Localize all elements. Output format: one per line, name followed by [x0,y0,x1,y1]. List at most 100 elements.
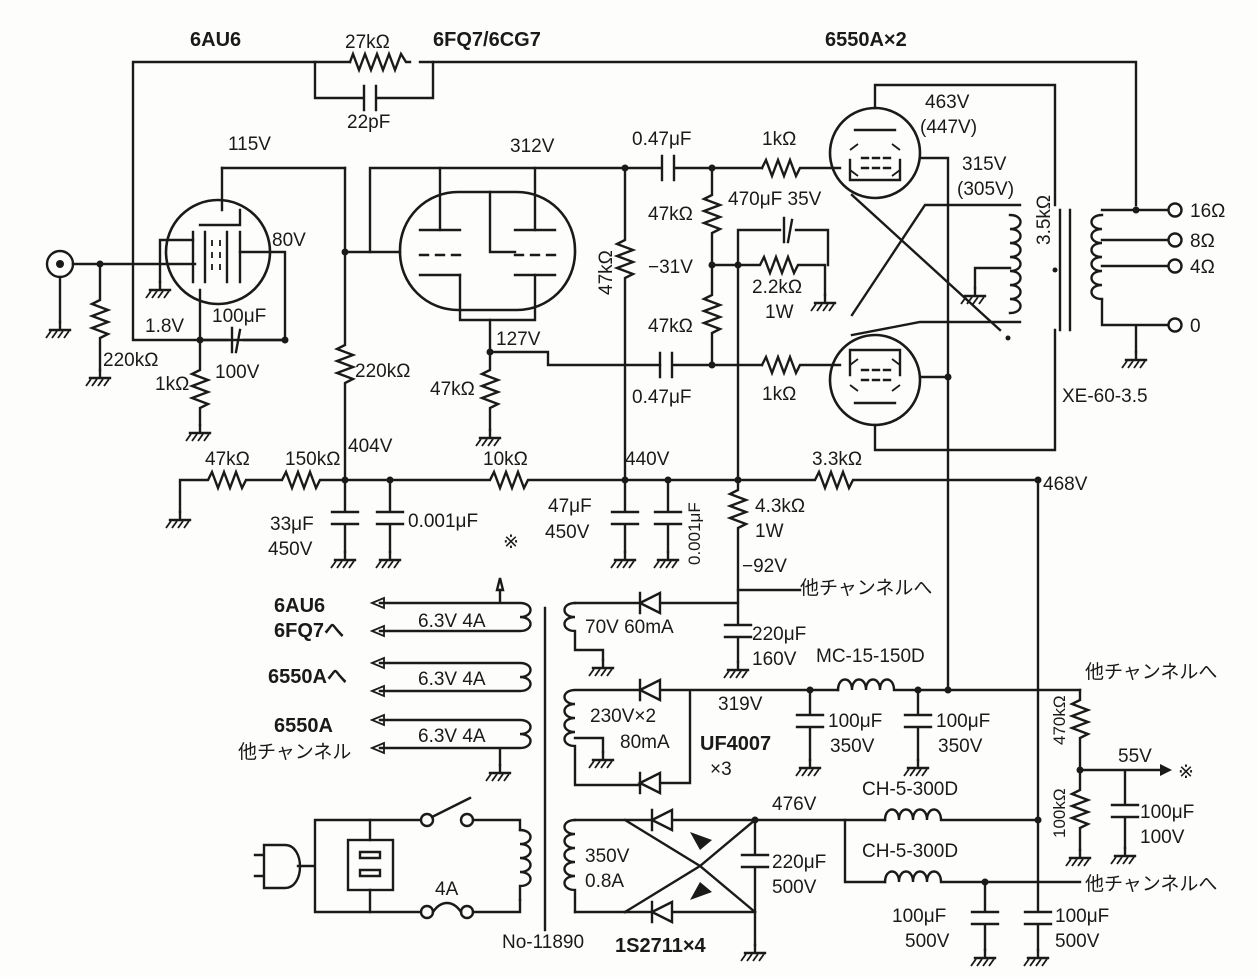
screen-winding: 230V×2 [590,706,656,727]
c4: 100μF [1055,906,1109,927]
power-switch [419,812,435,828]
tap-0-label: 0 [1190,316,1201,337]
bias-cap: 220μF [752,624,806,645]
tube-label-v2: 6FQ7/6CG7 [433,29,541,51]
hv-cap-v: 500V [772,877,817,898]
input-stage: 220kΩ 115V 80V 1.8V 1kΩ 100μF 100V 220kΩ… [44,134,410,482]
diode-n: ×3 [710,759,732,780]
power-transformer: No-11890 [502,932,584,953]
c4-v: 500V [1055,931,1100,952]
c2: 100μF [936,711,990,732]
bridge-diodes: 1S2711×4 [615,935,707,957]
xfmr-impedance: 3.5kΩ [1034,195,1055,245]
screen-v: 319V [718,694,763,715]
dec-r1-label: 47kΩ [205,449,250,470]
cc2-label: 0.47μF [632,387,692,408]
power-supply: ※ 6.3V 4A 6.3V 4A 6.3V 4A 6AU6 6FQ7へ 655… [238,532,1217,968]
c2-v: 350V [938,736,983,757]
phase-inverter-stage: 312V 47kΩ 127V 47kΩ [368,136,662,482]
terminal-16 [1167,202,1183,218]
screen-voltage: 315V [962,154,1007,175]
dec-c1-label: 33μF [270,514,314,535]
bias-resistor-label: 2.2kΩ [752,277,802,298]
v2-plate-resistor: 47kΩ [596,250,617,295]
bias-other-ch: 他チャンネルへ [800,577,932,599]
tap-16-label: 16Ω [1190,201,1225,222]
choke1: MC-15-150D [816,646,925,667]
terminal-0 [1167,317,1183,333]
heater3-label-a: 6550A [274,715,333,737]
c1-v: 350V [830,736,875,757]
screen-other-ch: 他チャンネルへ [1085,661,1217,683]
c55-v: 100V [1140,827,1185,848]
grid-stop1-label: 1kΩ [762,129,796,150]
heater3-v: 6.3V 4A [418,726,486,747]
v1-cathode-voltage: 1.8V [145,316,184,337]
screen-voltage-2: (305V) [957,179,1014,200]
feedback-network: 27kΩ 22pF [131,32,1138,342]
bias-sr-label: 4.3kΩ [755,496,805,517]
plate-voltage-2: (447V) [920,117,977,138]
screen-winding-i: 80mA [620,732,670,753]
hv-other-ch: 他チャンネルへ [1085,873,1217,895]
terminal-4 [1167,258,1183,274]
v1-plate-load: 220kΩ [355,361,410,382]
hv-cap: 220μF [772,852,826,873]
heater1-label-a: 6AU6 [274,595,325,617]
v1-cathode-resistor: 1kΩ [155,374,189,395]
hv-winding: 350V [585,846,630,867]
v55: 55V [1118,746,1152,767]
mark-top: ※ [503,532,519,553]
dec-r3-label: 10kΩ [483,449,528,470]
fuse-label: 4A [435,879,459,900]
coupling-bias-network: 0.47μF 0.47μF 47kΩ 47kΩ −31V 470μF 35V 2… [623,129,842,604]
heater1-label-b: 6FQ7へ [274,620,344,642]
neg-voltage: −92V [742,556,787,577]
tap-8-label: 8Ω [1190,231,1215,252]
bias-sr-w: 1W [755,521,784,542]
v2-cathode-resistor: 47kΩ [430,379,475,400]
xfmr-model: XE-60-3.5 [1062,386,1148,407]
diode-type: UF4007 [700,733,771,755]
dec-r2-label: 150kΩ [285,449,340,470]
bias-resistor-w: 1W [765,302,794,323]
grid-stop2-label: 1kΩ [762,384,796,405]
v1-plate-voltage: 115V [228,134,271,155]
cc1-label: 0.47μF [632,129,692,150]
c55: 100μF [1140,802,1194,823]
bias-voltage: −31V [648,257,693,278]
dec-c1-v: 450V [268,539,313,560]
heater1-v: 6.3V 4A [418,611,486,632]
b-plus-line: 47kΩ 150kΩ 10kΩ 3.3kΩ 440V 468V 33μF 450… [164,449,1088,570]
node-440v: 440V [625,449,670,470]
c1: 100μF [828,711,882,732]
heater2-label: 6550Aへ [268,666,347,688]
plate-voltage: 463V [925,92,970,113]
dec-c3-label: 47μF [548,496,592,517]
hv-winding-i: 0.8A [585,871,624,892]
heater2-v: 6.3V 4A [418,669,486,690]
choke3: CH-5-300D [862,841,958,862]
output-stage: 463V (447V) 315V (305V) 16Ω 8Ω 4Ω 0 3.5k… [828,83,1225,912]
dec-c4-label: 0.001μF [685,502,704,565]
v2-cathode-voltage: 127V [496,329,541,350]
tube-label-v3: 6550A×2 [825,29,907,51]
v1-cathode-cap: 100μF [212,306,266,327]
bias-cap-label: 470μF 35V [728,189,822,210]
hv-voltage: 476V [772,794,817,815]
node-468v: 468V [1043,474,1088,495]
node-404v: 404V [348,436,393,457]
mark-bottom: ※ [1178,762,1194,783]
fuse [419,904,435,920]
gr2-label: 47kΩ [648,316,693,337]
v2-plate-voltage: 312V [510,136,555,157]
tube-6550-upper [828,106,922,200]
bias-winding: 70V 60mA [585,617,674,638]
gr1-label: 47kΩ [648,204,693,225]
heater3-label-b: 他チャンネル [238,741,351,763]
tube-label-v1: 6AU6 [190,29,241,51]
fb-resistor-label: 27kΩ [345,32,390,53]
c3-v: 500V [905,931,950,952]
